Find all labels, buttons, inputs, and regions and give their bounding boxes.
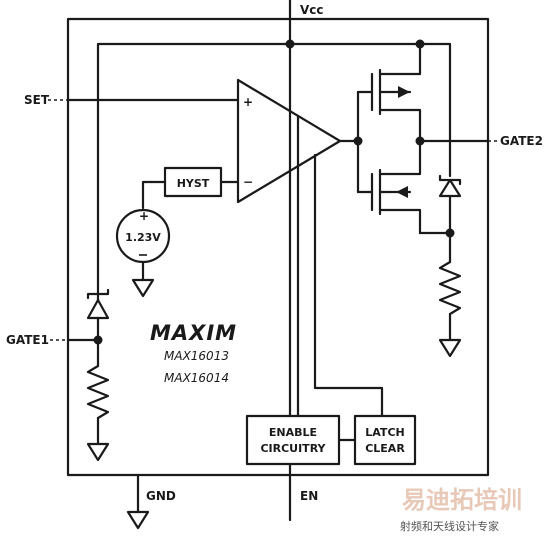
gate2-label: GATE2: [500, 134, 543, 148]
hyst-to-reference: [141, 180, 167, 210]
ic-boundary: [66, 17, 490, 477]
hyst-label: HYST: [177, 177, 210, 190]
vcc-bus: [96, 42, 422, 302]
pmos-arrow-icon: [398, 86, 410, 98]
enable-line2: CIRCUITRY: [260, 442, 326, 455]
reference-plus: +: [139, 209, 149, 223]
latch-clear-block: [353, 414, 417, 466]
ground-icon-gnd: [126, 510, 150, 530]
ground-icon-right: [438, 338, 462, 358]
part-number-1: MAX16013: [164, 349, 229, 363]
nmos-drain: [378, 139, 422, 176]
zener2-top-wire: [418, 42, 452, 178]
vcc-label: Vcc: [300, 3, 324, 17]
enable-circuitry-block: [245, 414, 341, 466]
resistor2-icon: [438, 260, 462, 316]
latch-clear-wire: [313, 153, 384, 418]
nmos-source: [378, 208, 422, 235]
pmos-source: [378, 42, 422, 76]
latch-line2: CLEAR: [365, 442, 405, 455]
zener2-bar: [438, 174, 462, 186]
en-label: EN: [300, 489, 318, 503]
zener1-diode-icon: [86, 298, 110, 320]
ground-icon-left: [86, 442, 110, 462]
watermark-subtitle: 射频和天线设计专家: [400, 519, 499, 533]
set-label: SET: [24, 93, 50, 107]
maxim-logo: MAXIM: [150, 321, 237, 345]
comparator-plus: +: [243, 95, 253, 109]
gnd-label: GND: [146, 489, 176, 503]
part-number-2: MAX16014: [164, 371, 229, 385]
reference-label: 1.23V: [125, 231, 161, 244]
pmos-drain: [378, 108, 422, 143]
enable-line1: ENABLE: [269, 426, 317, 439]
nmos-arrow-icon: [396, 186, 408, 198]
latch-line1: LATCH: [365, 426, 404, 439]
zener2-diode-icon: [438, 178, 462, 198]
resistor1-icon: [86, 364, 110, 420]
ground-icon: [131, 278, 155, 298]
comparator-minus: −: [243, 175, 253, 189]
gate1-label: GATE1: [6, 333, 49, 347]
zener1-bar: [86, 288, 110, 300]
watermark-title: 易迪拓培训: [402, 486, 522, 514]
